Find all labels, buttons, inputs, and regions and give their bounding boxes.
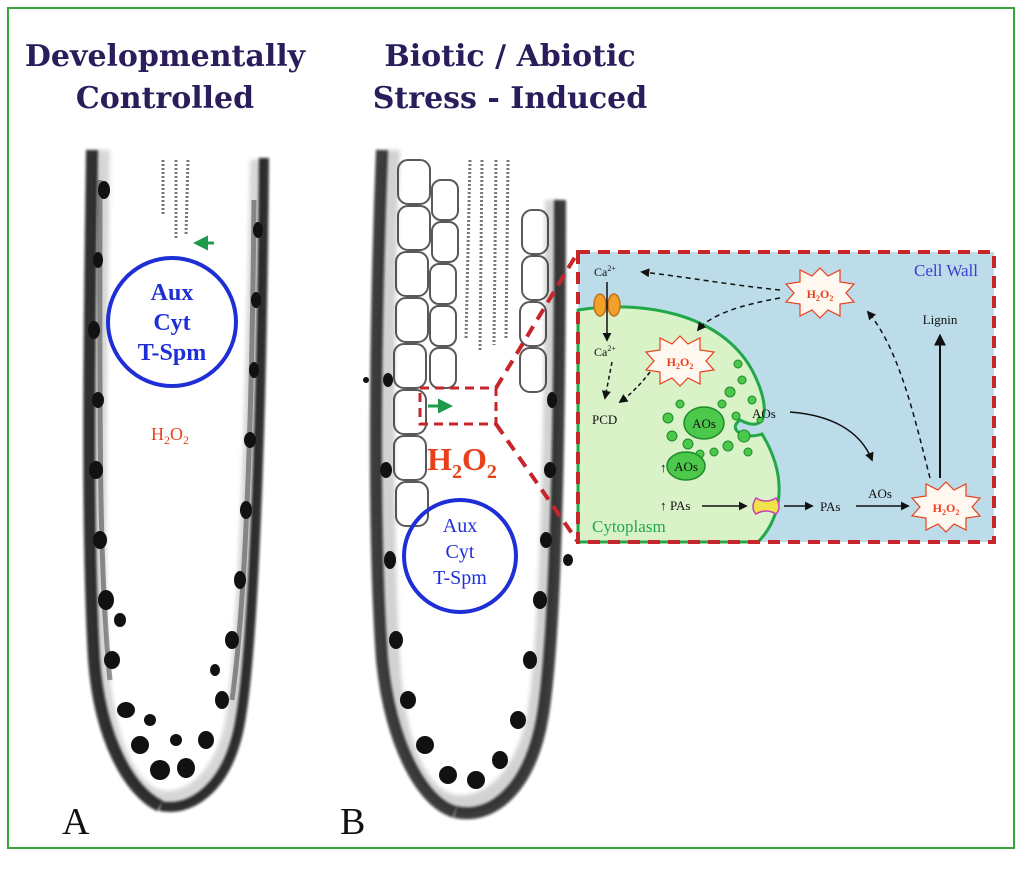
panel-a-h2o2: H2O2 <box>151 424 189 447</box>
pas-wall-label: PAs <box>820 499 840 514</box>
title-developmental-line2: Controlled <box>75 81 255 116</box>
svg-text:↑: ↑ <box>660 460 667 475</box>
svg-text:AOs: AOs <box>868 486 892 501</box>
pcd-label: PCD <box>592 412 617 427</box>
panel-letter-b: B <box>340 801 366 843</box>
outer-frame <box>7 7 1015 849</box>
panel-a-circle-aux: Aux <box>151 280 194 306</box>
svg-text:AOs: AOs <box>692 416 716 431</box>
calcium-channel-left <box>593 293 607 317</box>
panel-letter-a: A <box>62 801 90 843</box>
svg-text:↑: ↑ <box>660 498 667 513</box>
zoom-line-bottom <box>494 422 580 544</box>
inset-border <box>576 250 996 544</box>
title-stress-line2: Stress - Induced <box>372 81 648 116</box>
cell-wall-label: Cell Wall <box>914 261 978 280</box>
ao-small-vesicle <box>666 451 706 481</box>
title-stress-line1: Biotic / Abiotic <box>384 39 636 74</box>
panel-b-circle-tspm: T-Spm <box>433 567 487 589</box>
panel-b-hormone-circle <box>402 498 518 614</box>
title-stress: Biotic / Abiotic Stress - Induced <box>350 36 670 120</box>
panel-b-h2o2: H2O2 <box>427 441 497 483</box>
pas-cytoplasm-label: PAs <box>670 498 690 513</box>
panel-a-hormone-circle <box>106 256 238 388</box>
svg-text:H2O2: H2O2 <box>667 355 694 371</box>
title-developmental: Developmentally Controlled <box>20 36 310 120</box>
lignin-label: Lignin <box>923 312 958 327</box>
svg-text:AOs: AOs <box>674 459 698 474</box>
h2o2-burst-bottom <box>910 481 982 533</box>
panel-a-circle-cyt: Cyt <box>153 310 190 336</box>
panel-b-zoom-box <box>418 386 498 426</box>
svg-text:H2O2: H2O2 <box>933 501 960 517</box>
panel-b-circle-cyt: Cyt <box>446 541 475 563</box>
zoom-line-top <box>494 250 580 390</box>
ca-top-label: Ca2+ <box>594 264 616 279</box>
panel-a-circle-tspm: T-Spm <box>138 340 206 366</box>
ao-large-vesicle <box>683 406 725 440</box>
calcium-channel-right <box>607 293 621 317</box>
title-developmental-line1: Developmentally <box>24 39 306 74</box>
ca-bottom-label: Ca2+ <box>594 344 616 359</box>
inset-diagram: Cell Wall Cytoplasm Ca2+ Ca2+ PCD H2O2 H… <box>576 250 996 544</box>
h2o2-burst-cytoplasm <box>644 335 716 387</box>
ao-vesicles <box>662 359 764 459</box>
pa-transporter <box>752 496 780 515</box>
h2o2-burst-top <box>784 267 856 319</box>
panel-b-circle-aux: Aux <box>443 515 477 537</box>
svg-text:H2O2: H2O2 <box>807 287 834 303</box>
svg-text:AOs: AOs <box>752 406 776 421</box>
panel-b-root-image: H2O2 Aux Cyt T-Spm <box>363 149 580 820</box>
panel-a-root-image: Aux Cyt T-Spm H2O2 <box>83 149 269 812</box>
cytoplasm-label: Cytoplasm <box>592 517 666 536</box>
